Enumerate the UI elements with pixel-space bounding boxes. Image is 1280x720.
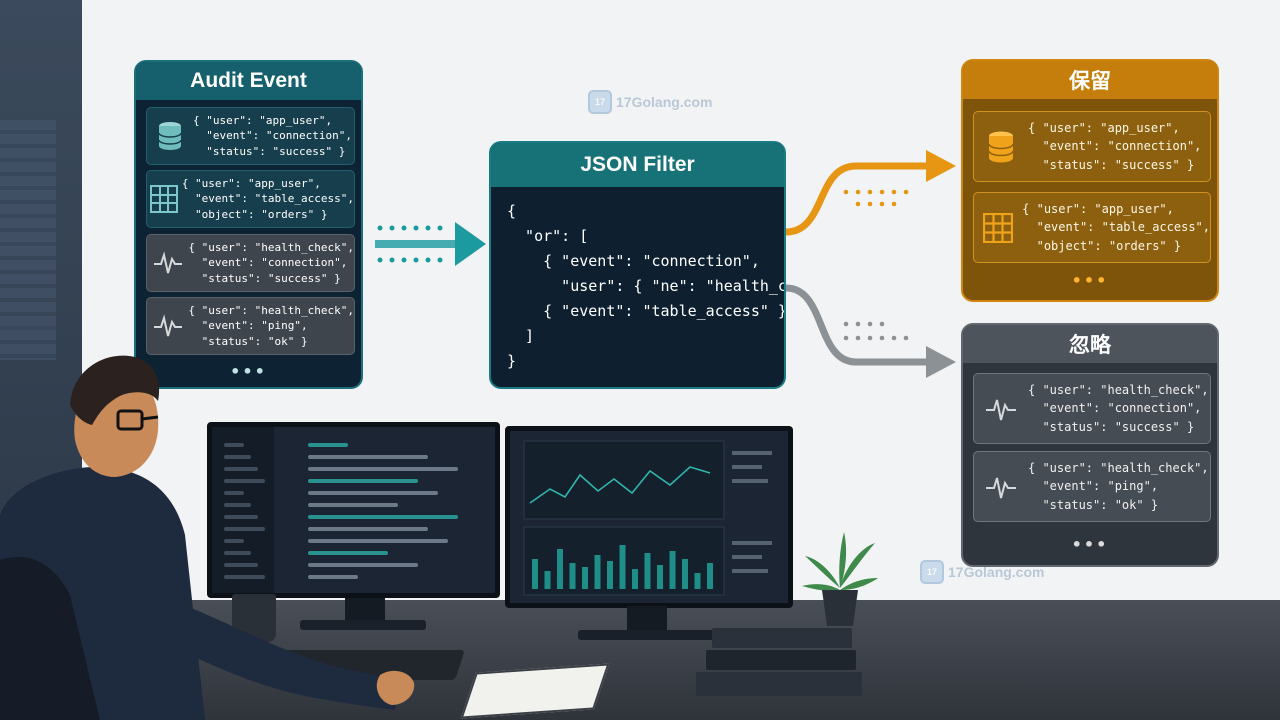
code-line (308, 515, 458, 519)
ignore-panel: 忽略 { "user": "health_check", "event": "c… (961, 323, 1219, 567)
dashboard-bar (532, 559, 538, 589)
sidebar-line (224, 479, 265, 483)
more-indicator: ••• (1071, 535, 1109, 554)
dashboard-bar (694, 573, 701, 589)
left-monitor (207, 422, 500, 598)
dashboard-bar (607, 561, 613, 589)
dashboard-bar (594, 555, 601, 589)
code-line (308, 443, 348, 447)
watermark-logo-icon: 17 (920, 560, 944, 584)
audit-event-title: Audit Event (136, 62, 361, 100)
dashboard-bar (644, 553, 651, 589)
monitor-base (578, 630, 718, 640)
sidebar-line (224, 575, 265, 579)
more-indicator: ••• (230, 362, 267, 381)
event-json: { "user": "health_check", "event": "ping… (188, 303, 354, 348)
person-at-desk (0, 355, 415, 720)
dashboard-bar (569, 563, 576, 589)
heartbeat-icon (147, 249, 188, 277)
watermark-logo-icon: 17 (588, 90, 612, 114)
code-line (308, 467, 458, 471)
database-icon (147, 120, 193, 152)
more-indicator: ••• (1071, 271, 1109, 290)
dashboard-bar (707, 563, 713, 589)
sidebar-line (224, 539, 244, 543)
sidebar-line (224, 551, 251, 555)
sidebar-line (224, 563, 258, 567)
json-filter-panel: JSON Filter { "or": [ { "event": "connec… (489, 141, 786, 389)
audit-event-item: { "user": "health_check", "event": "conn… (146, 234, 355, 292)
monitor-base (300, 620, 426, 630)
flow-arrow-to-keep (786, 150, 956, 236)
sidebar-line (224, 491, 244, 495)
sidebar-line (224, 527, 265, 531)
heartbeat-icon (974, 394, 1028, 424)
code-line (308, 455, 428, 459)
filter-code: { "or": [ { "event": "connection", "user… (507, 202, 784, 370)
book-stack (696, 672, 862, 696)
event-json: { "user": "app_user", "event": "connecti… (1028, 120, 1202, 172)
code-line (308, 539, 448, 543)
dashboard-bar (632, 569, 638, 589)
event-json: { "user": "app_user", "event": "table_ac… (1022, 201, 1210, 253)
sidebar-line (224, 443, 244, 447)
dashboard-bar (582, 567, 588, 589)
audit-event-panel: Audit Event { "user": "app_user", "event… (134, 60, 363, 389)
kept-event-item: { "user": "app_user", "event": "table_ac… (973, 192, 1211, 263)
code-line (308, 479, 418, 483)
ignored-event-item: { "user": "health_check", "event": "conn… (973, 373, 1211, 444)
potted-plant (802, 532, 878, 626)
ignored-event-item: { "user": "health_check", "event": "ping… (973, 451, 1211, 522)
dashboard-bar (619, 545, 626, 589)
event-json: { "user": "health_check", "event": "ping… (1028, 460, 1209, 512)
event-json: { "user": "app_user", "event": "table_ac… (181, 176, 354, 221)
table-icon (147, 185, 182, 213)
ignore-title: 忽略 (963, 325, 1217, 363)
window-blinds (0, 120, 56, 360)
flow-arrow-to-filter (375, 222, 486, 266)
sidebar-line (224, 515, 258, 519)
keep-panel: 保留 { "user": "app_user", "event": "conne… (961, 59, 1219, 302)
book-stack (706, 650, 856, 670)
dashboard-bar (557, 549, 563, 589)
audit-event-item: { "user": "app_user", "event": "connecti… (146, 107, 355, 165)
database-icon (974, 130, 1028, 164)
dashboard-bar (544, 571, 551, 589)
flow-arrow-to-ignore (786, 284, 956, 378)
code-line (308, 527, 428, 531)
audit-event-item: { "user": "app_user", "event": "table_ac… (146, 170, 355, 228)
dashboard-graphics (523, 440, 772, 596)
code-line (308, 503, 398, 507)
heartbeat-icon (974, 472, 1028, 502)
event-json: { "user": "app_user", "event": "connecti… (193, 113, 352, 158)
code-line (308, 563, 418, 567)
dashboard-bar (669, 551, 676, 589)
audit-event-item: { "user": "health_check", "event": "ping… (146, 297, 355, 355)
sidebar-line (224, 467, 258, 471)
kept-event-item: { "user": "app_user", "event": "connecti… (973, 111, 1211, 182)
keep-title: 保留 (963, 61, 1217, 99)
code-line (308, 575, 358, 579)
table-icon (974, 212, 1022, 243)
code-line (308, 551, 388, 555)
right-monitor (505, 426, 793, 608)
code-line (308, 491, 438, 495)
sidebar-line (224, 455, 251, 459)
dashboard-bar (657, 565, 663, 589)
book-stack (712, 628, 852, 648)
sidebar-line (224, 503, 251, 507)
dashboard-bar (682, 559, 688, 589)
json-filter-title: JSON Filter (491, 143, 784, 187)
monitor-stand (345, 598, 385, 624)
event-json: { "user": "health_check", "event": "conn… (188, 240, 354, 285)
event-json: { "user": "health_check", "event": "conn… (1028, 382, 1209, 434)
heartbeat-icon (147, 312, 188, 340)
